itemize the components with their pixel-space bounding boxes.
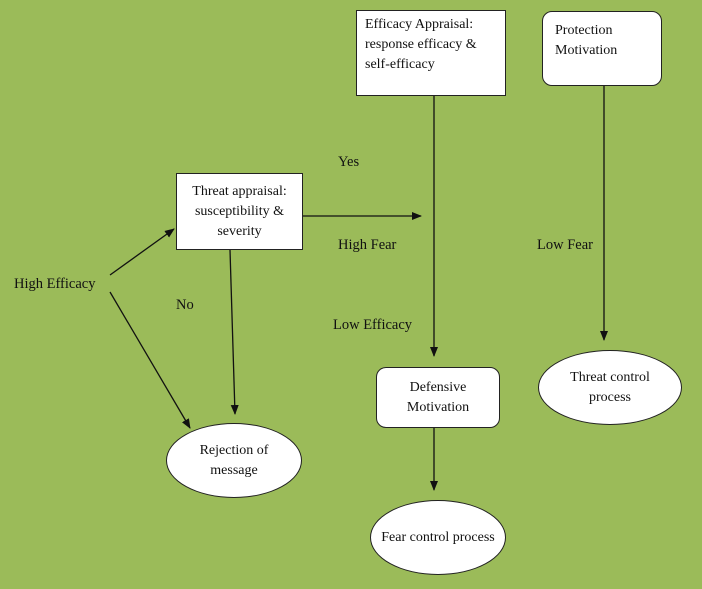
threat-appraisal-box: Threat appraisal: susceptibility & sever… bbox=[176, 173, 303, 250]
protection-motivation-text: Protection Motivation bbox=[555, 23, 618, 58]
fear-control-text: Fear control process bbox=[381, 529, 495, 545]
threat-control-ellipse: Threat control process bbox=[538, 350, 682, 425]
label-low-fear: Low Fear bbox=[537, 237, 593, 253]
efficacy-appraisal-text: Efficacy Appraisal: response efficacy & … bbox=[365, 17, 477, 72]
label-high-fear: High Fear bbox=[338, 237, 397, 253]
rejection-ellipse: Rejection of message bbox=[166, 423, 302, 498]
threat-appraisal-text: Threat appraisal: susceptibility & sever… bbox=[192, 183, 287, 239]
protection-motivation-box: Protection Motivation bbox=[542, 11, 662, 86]
fear-control-ellipse: Fear control process bbox=[370, 500, 506, 575]
label-no: No bbox=[176, 297, 194, 313]
label-yes: Yes bbox=[338, 154, 360, 170]
label-high-efficacy: High Efficacy bbox=[14, 276, 96, 292]
efficacy-appraisal-box: Efficacy Appraisal: response efficacy & … bbox=[356, 10, 506, 96]
label-low-efficacy: Low Efficacy bbox=[333, 317, 413, 333]
defensive-motivation-box: Defensive Motivation bbox=[376, 367, 500, 428]
arrow-high-efficacy-to-rejection bbox=[109, 291, 191, 429]
arrow-threat-appraisal-to-rejection bbox=[229, 249, 239, 415]
arrow-high-efficacy-to-threat-appraisal bbox=[109, 228, 175, 276]
defensive-motivation-text: Defensive Motivation bbox=[406, 379, 470, 415]
threat-control-text: Threat control process bbox=[570, 369, 650, 405]
rejection-text: Rejection of message bbox=[199, 442, 269, 478]
